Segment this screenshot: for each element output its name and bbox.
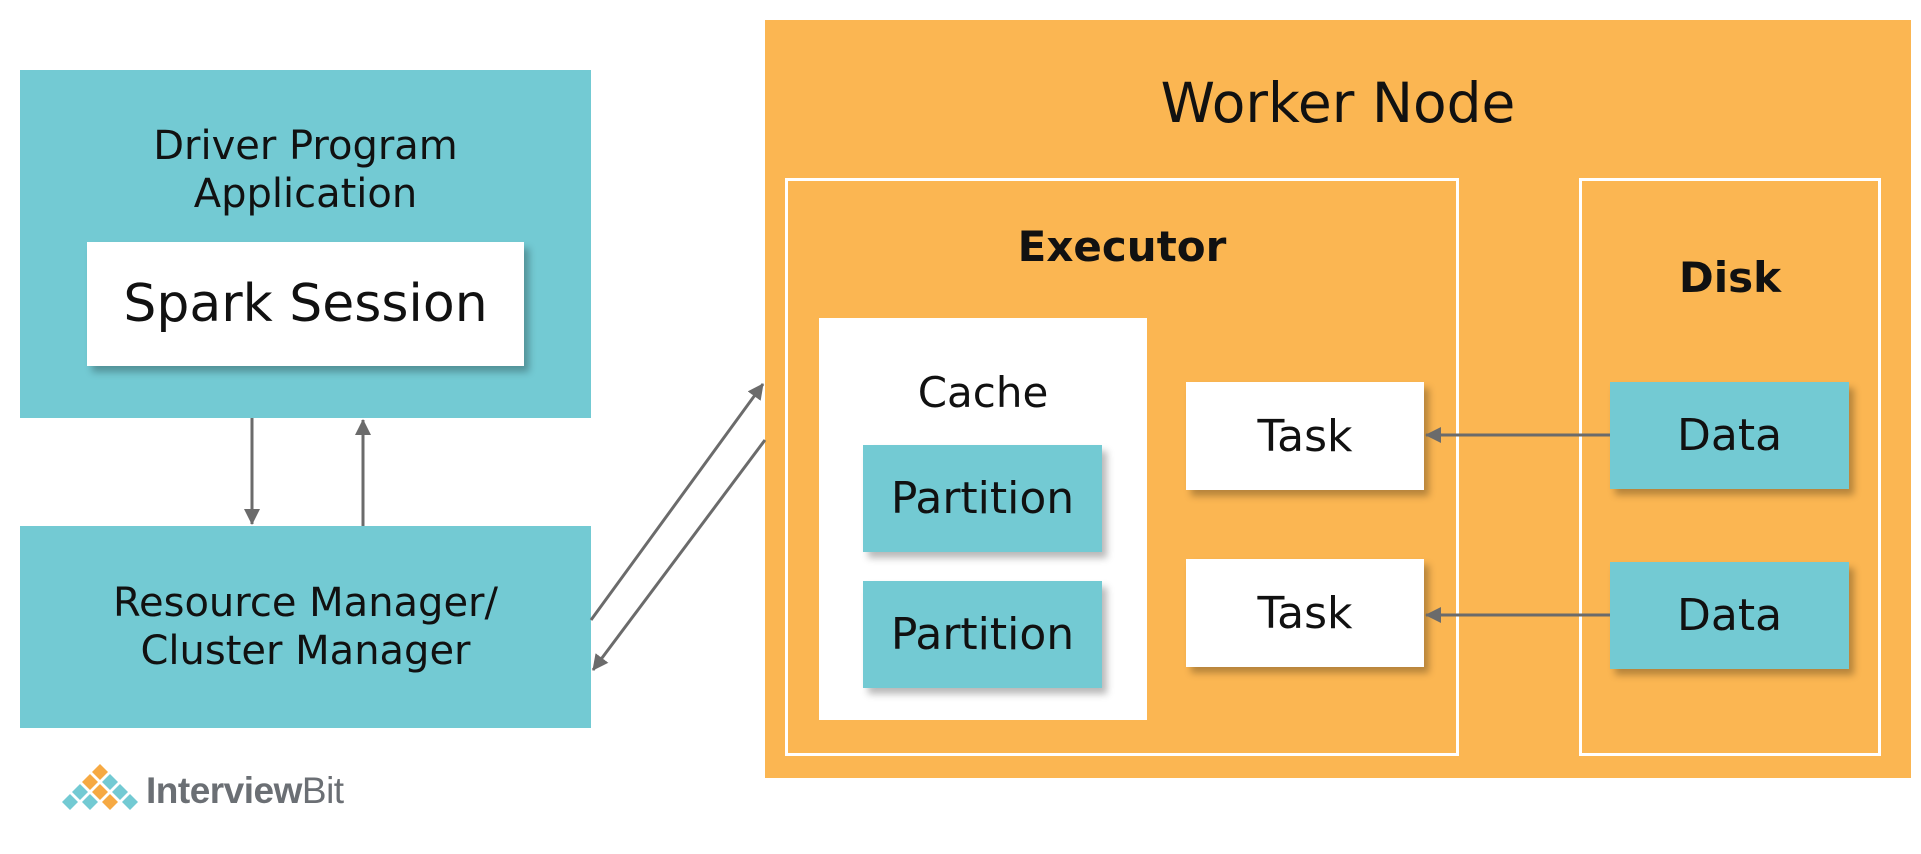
logo-text-regular: Bit [301, 770, 344, 811]
driver-program-title: Driver Program Application [20, 122, 591, 218]
resource-manager-line1: Resource Manager/ [113, 580, 498, 626]
interviewbit-logo-text: InterviewBit [146, 770, 344, 812]
task-box: Task [1186, 559, 1424, 667]
partition-label: Partition [890, 473, 1075, 524]
disk-title: Disk [1678, 253, 1782, 302]
driver-title-line1: Driver Program [153, 123, 458, 169]
logo-text-bold: Interview [146, 770, 302, 811]
partition-box: Partition [863, 581, 1102, 688]
worker-node-title: Worker Node [1160, 71, 1516, 135]
disk-box [1579, 178, 1881, 756]
data-box: Data [1610, 562, 1849, 669]
data-label: Data [1676, 410, 1783, 461]
driver-title-line2: Application [193, 171, 418, 217]
executor-title: Executor [1017, 222, 1227, 271]
resource-manager-to-worker-arrow [589, 383, 765, 621]
spark-session-label: Spark Session [123, 274, 488, 334]
interviewbit-logo-icon [62, 764, 138, 810]
executor-box [785, 178, 1459, 756]
worker-to-resource-manager-arrow [591, 439, 767, 671]
data-box: Data [1610, 382, 1849, 489]
partition-label: Partition [890, 609, 1075, 660]
task-box: Task [1186, 382, 1424, 490]
spark-session-box: Spark Session [87, 242, 524, 366]
data-label: Data [1676, 590, 1783, 641]
resource-manager-line2: Cluster Manager [140, 628, 471, 674]
partition-box: Partition [863, 445, 1102, 552]
cache-title: Cache [917, 368, 1049, 417]
task-label: Task [1257, 410, 1353, 462]
task-label: Task [1257, 587, 1353, 639]
resource-manager-box: Resource Manager/ Cluster Manager [20, 526, 591, 728]
